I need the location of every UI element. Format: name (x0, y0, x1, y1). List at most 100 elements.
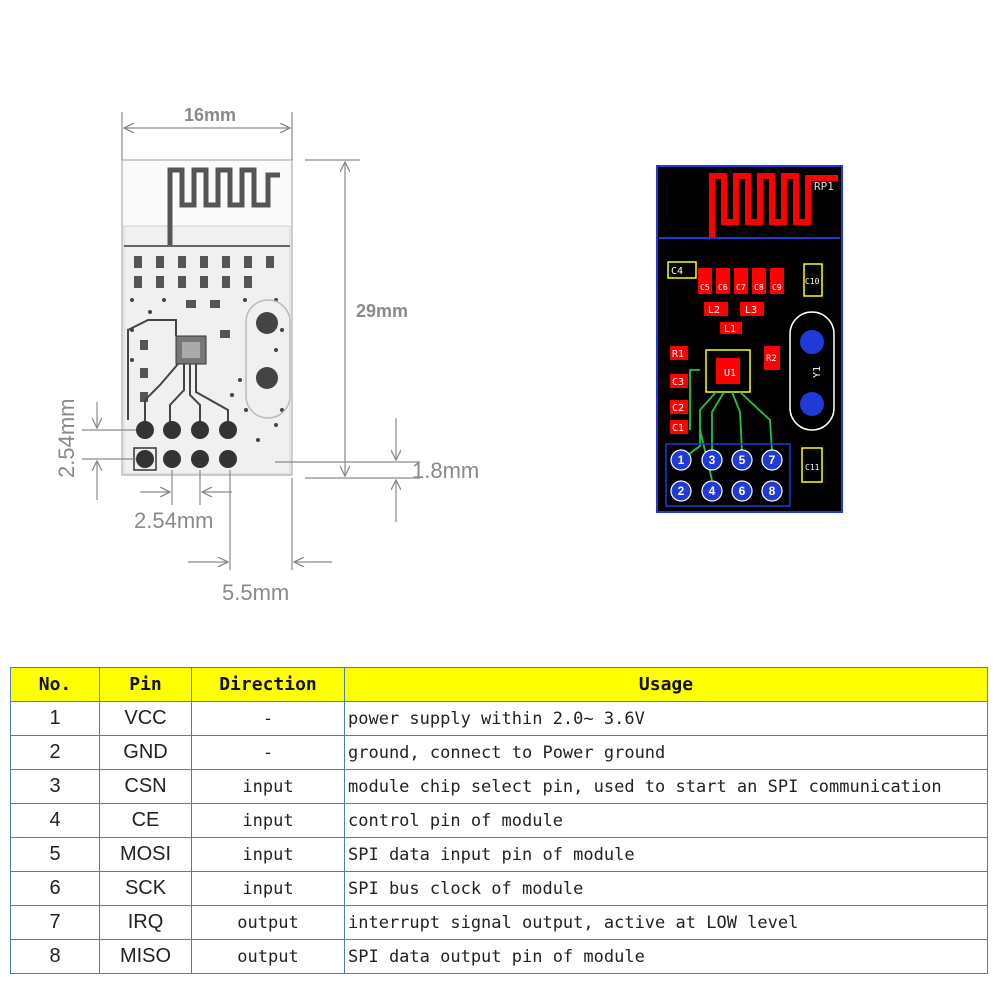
pcb-label-c4: C4 (671, 266, 683, 277)
table-row: 6 SCK input SPI bus clock of module (10, 871, 988, 906)
table-row: 7 IRQ output interrupt signal output, ac… (10, 905, 988, 940)
pin-traces (127, 319, 229, 428)
dimension-pin-offset-label: 5.5mm (222, 580, 289, 605)
component-rows (134, 256, 274, 402)
table-header-row: No. Pin Direction Usage (10, 667, 988, 702)
cell-usage: module chip select pin, used to start an… (344, 769, 988, 804)
table-row: 1 VCC - power supply within 2.0~ 3.6V (10, 701, 988, 736)
cell-usage: control pin of module (344, 803, 988, 838)
cell-pin: MISO (99, 939, 192, 974)
pcb-pin-5: 5 (739, 453, 746, 467)
pcb-label-u1: U1 (724, 368, 736, 379)
pcb-pin-connector (665, 443, 791, 507)
via-dots (130, 298, 284, 442)
pcb-label-c5: C5 (700, 283, 710, 292)
pcb-label-c7: C7 (736, 283, 746, 292)
dimension-pin-offset: 5.5mm (188, 470, 332, 605)
cell-direction: output (191, 939, 345, 974)
dimension-bottom-margin: 1.8mm (275, 418, 479, 522)
dimension-height-label: 29mm (356, 301, 408, 321)
module-diagram: 16mm 29mm 1.8mm 2.54mm 2.54mm 5.5mm (54, 105, 843, 605)
pcb-label-l1: L1 (724, 324, 736, 335)
cell-pin: VCC (99, 701, 192, 736)
cell-no: 8 (10, 939, 100, 974)
pcb-label-c9: C9 (772, 283, 782, 292)
dimension-pitch-vertical: 2.54mm (54, 399, 136, 500)
cell-direction: input (191, 837, 345, 872)
pcb-pin-pads (670, 449, 783, 502)
cell-no: 3 (10, 769, 100, 804)
pcb-label-r2: R2 (766, 354, 777, 364)
pcb-layout: RP1 C4 C5 C6 C7 C8 C9 C10 L2 L3 L1 (656, 165, 843, 513)
cell-usage: SPI data output pin of module (344, 939, 988, 974)
dimension-bottom-margin-label: 1.8mm (412, 458, 479, 483)
table-row: 2 GND - ground, connect to Power ground (10, 735, 988, 770)
pcb-label-l3: L3 (745, 305, 757, 316)
cell-direction: input (191, 803, 345, 838)
cell-usage: power supply within 2.0~ 3.6V (344, 701, 988, 736)
table-row: 5 MOSI input SPI data input pin of modul… (10, 837, 988, 872)
header-pin: Pin (99, 667, 192, 702)
cell-pin: CSN (99, 769, 192, 804)
pcb-label-c6: C6 (718, 283, 728, 292)
pcb-crystal (789, 311, 835, 431)
cell-direction: - (191, 735, 345, 770)
pcb-label-c3: C3 (672, 377, 684, 388)
pcb-label-c8: C8 (754, 283, 764, 292)
pcb-pin-2: 2 (678, 484, 685, 498)
cell-no: 5 (10, 837, 100, 872)
cell-usage: SPI data input pin of module (344, 837, 988, 872)
pin-table: No. Pin Direction Usage 1 VCC - power su… (10, 667, 988, 974)
pcb-label-c1: C1 (672, 423, 684, 434)
dimension-pitch-horizontal: 2.54mm (134, 470, 232, 533)
crystal-outline (245, 299, 291, 419)
table-row: 4 CE input control pin of module (10, 803, 988, 838)
dimension-width: 16mm (121, 105, 293, 160)
header-no: No. (10, 667, 100, 702)
pcb-label-l2: L2 (708, 305, 720, 316)
pcb-label-c10: C10 (805, 277, 820, 286)
pcb-label-c2: C2 (672, 403, 684, 414)
cell-pin: MOSI (99, 837, 192, 872)
pcb-label-c11: C11 (805, 463, 820, 472)
dimension-pitch-vertical-label: 2.54mm (54, 399, 79, 478)
pcb-chip (705, 349, 751, 393)
pcb-pin-3: 3 (709, 453, 716, 467)
cell-direction: input (191, 769, 345, 804)
cell-direction: output (191, 905, 345, 940)
cell-no: 4 (10, 803, 100, 838)
cell-direction: input (191, 871, 345, 906)
cell-usage: ground, connect to Power ground (344, 735, 988, 770)
cell-pin: SCK (99, 871, 192, 906)
cell-no: 2 (10, 735, 100, 770)
cell-no: 7 (10, 905, 100, 940)
pcb-label-r1: R1 (672, 349, 684, 360)
dimension-width-label: 16mm (184, 105, 236, 125)
cell-no: 1 (10, 701, 100, 736)
pcb-pin-7: 7 (769, 453, 776, 467)
table-row: 8 MISO output SPI data output pin of mod… (10, 939, 988, 974)
dimension-height: 29mm (305, 159, 420, 479)
header-direction: Direction (191, 667, 345, 702)
cell-pin: IRQ (99, 905, 192, 940)
cell-no: 6 (10, 871, 100, 906)
cell-usage: SPI bus clock of module (344, 871, 988, 906)
cell-direction: - (191, 701, 345, 736)
pcb-pin-6: 6 (739, 484, 746, 498)
pin-header-pads (133, 421, 237, 471)
module-outline-drawing (121, 159, 293, 476)
cell-pin: CE (99, 803, 192, 838)
pcb-label-y1: Y1 (812, 366, 823, 378)
pcb-pin-4: 4 (709, 484, 716, 498)
antenna-trace (167, 167, 280, 246)
pcb-pin-8: 8 (769, 484, 776, 498)
pcb-antenna-label: RP1 (814, 180, 834, 193)
header-usage: Usage (344, 667, 988, 702)
table-row: 3 CSN input module chip select pin, used… (10, 769, 988, 804)
pcb-pin-1: 1 (678, 453, 685, 467)
pcb-antenna (709, 173, 838, 238)
pcb-left-components (670, 346, 823, 483)
cell-pin: GND (99, 735, 192, 770)
pcb-capacitor-row (667, 261, 823, 334)
dimension-pitch-horizontal-label: 2.54mm (134, 508, 213, 533)
